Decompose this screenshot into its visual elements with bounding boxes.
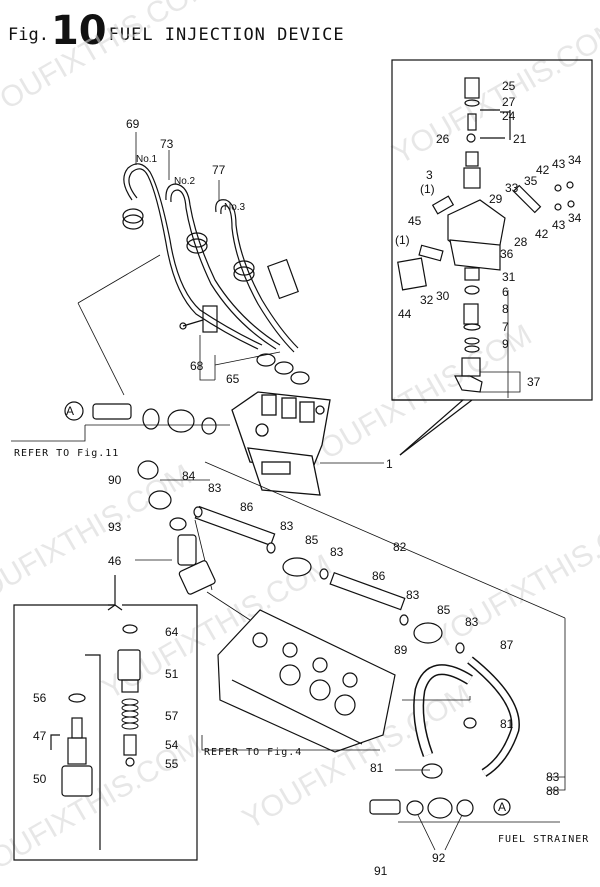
fuel-strainer-label: FUEL STRAINER xyxy=(498,834,589,845)
callout-34-b: 34 xyxy=(568,211,582,225)
callout-83-c: 83 xyxy=(330,545,344,559)
callout-3: 3 xyxy=(426,168,433,182)
callout-45: 45 xyxy=(408,214,422,228)
pipe-label-no3: No.3 xyxy=(224,202,246,213)
callout-92: 92 xyxy=(432,851,446,865)
callout-27: 27 xyxy=(502,95,516,109)
cylinder-head xyxy=(194,519,396,753)
callout-86-b: 86 xyxy=(372,569,386,583)
pipe-label-no2: No.2 xyxy=(174,176,196,187)
pump-detail-inset xyxy=(391,59,593,456)
watermark-text: YOUFIXTHIS.COM xyxy=(387,13,600,171)
callout-36: 36 xyxy=(500,247,514,261)
refer-fig11-link[interactable]: REFER TO Fig.11 xyxy=(14,448,119,459)
callout-85-a: 85 xyxy=(305,533,319,547)
callout-82: 82 xyxy=(393,540,407,554)
callout-43-a: 43 xyxy=(552,157,566,171)
pipe-leaders xyxy=(77,132,281,396)
watermark-text: YOUFIXTHIS.COM xyxy=(427,498,600,656)
callout-paren-1-a: (1) xyxy=(420,182,435,196)
callout-56: 56 xyxy=(33,691,47,705)
callout-paren-1-b: (1) xyxy=(395,233,410,247)
callout-81-a: 81 xyxy=(500,717,514,731)
callout-33: 33 xyxy=(505,181,519,195)
callout-54: 54 xyxy=(165,738,179,752)
callout-83-a: 83 xyxy=(208,481,222,495)
callout-30: 30 xyxy=(436,289,450,303)
callout-21: 21 xyxy=(513,132,527,146)
callout-9: 9 xyxy=(502,337,509,351)
figure-prefix: Fig. xyxy=(8,25,49,45)
callout-93: 93 xyxy=(108,520,122,534)
callout-42-a: 42 xyxy=(536,163,550,177)
callout-83-d: 83 xyxy=(406,588,420,602)
callout-84: 84 xyxy=(182,469,196,483)
callout-46: 46 xyxy=(108,554,122,568)
figure-title: FUEL INJECTION DEVICE xyxy=(108,25,345,45)
callout-24: 24 xyxy=(502,109,516,123)
pipe-label-no1: No.1 xyxy=(136,154,158,165)
callout-47: 47 xyxy=(33,729,47,743)
callout-55: 55 xyxy=(165,757,179,771)
callout-69: 69 xyxy=(126,117,140,131)
callout-1: 1 xyxy=(386,457,393,471)
watermark-text: YOUFIXTHIS.COM xyxy=(0,458,197,616)
callout-44: 44 xyxy=(398,307,412,321)
callout-35: 35 xyxy=(524,174,538,188)
callout-88: 88 xyxy=(546,784,560,798)
callout-83-e: 83 xyxy=(465,615,479,629)
callout-8: 8 xyxy=(502,302,509,316)
connector-a-right[interactable]: A xyxy=(498,800,506,814)
callout-83-f: 83 xyxy=(546,770,560,784)
nozzle-detail-inset xyxy=(13,575,198,861)
return-line-leaders xyxy=(160,461,566,791)
callout-25: 25 xyxy=(502,79,516,93)
callout-73: 73 xyxy=(160,137,174,151)
injection-pump xyxy=(231,391,331,496)
callout-29: 29 xyxy=(489,192,503,206)
overflow-fitting-assembly xyxy=(11,401,230,442)
callout-51: 51 xyxy=(165,667,179,681)
callout-34-a: 34 xyxy=(568,153,582,167)
callout-65: 65 xyxy=(226,372,240,386)
callout-57: 57 xyxy=(165,709,179,723)
callout-87: 87 xyxy=(500,638,514,652)
callout-32: 32 xyxy=(420,293,434,307)
callout-81-b: 81 xyxy=(370,761,384,775)
callout-28: 28 xyxy=(514,235,528,249)
callout-85-b: 85 xyxy=(437,603,451,617)
callout-numbers: 69 73 77 No.1 No.2 No.3 68 65 A REFER TO… xyxy=(14,79,589,878)
callout-68: 68 xyxy=(190,359,204,373)
callout-7: 7 xyxy=(502,320,509,334)
callout-43-b: 43 xyxy=(552,218,566,232)
fuel-inlet-banjo xyxy=(369,797,560,851)
figure-number: 10 xyxy=(50,8,107,54)
callout-42-b: 42 xyxy=(535,227,549,241)
callout-31: 31 xyxy=(502,270,516,284)
callout-90: 90 xyxy=(108,473,122,487)
callout-89: 89 xyxy=(394,643,408,657)
injection-pipes xyxy=(122,163,310,385)
injection-nozzle xyxy=(177,534,216,595)
callout-50: 50 xyxy=(33,772,47,786)
callout-37: 37 xyxy=(527,375,541,389)
callout-83-b: 83 xyxy=(280,519,294,533)
callout-91: 91 xyxy=(374,864,388,878)
watermark-text: YOUFIXTHIS.COM xyxy=(0,0,217,126)
callout-6: 6 xyxy=(502,285,509,299)
callout-64: 64 xyxy=(165,625,179,639)
fuel-return-line xyxy=(137,460,520,779)
callout-26: 26 xyxy=(436,132,450,146)
callout-86-a: 86 xyxy=(240,500,254,514)
refer-fig4-link[interactable]: REFER TO Fig.4 xyxy=(204,747,302,758)
callout-77: 77 xyxy=(212,163,226,177)
connector-a-left[interactable]: A xyxy=(66,404,74,418)
